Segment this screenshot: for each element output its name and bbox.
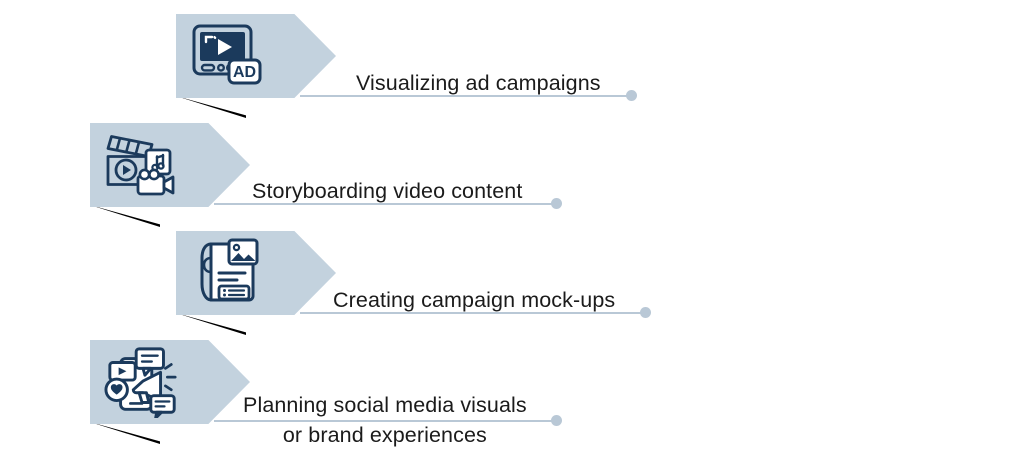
row-4-connector-line — [214, 420, 556, 422]
megaphone-social-media-icon — [104, 347, 182, 418]
row-2-label: Storyboarding video content — [252, 179, 523, 203]
infographic-row-2: Storyboarding video content — [0, 0, 1024, 227]
row-2-connector-line — [214, 203, 556, 205]
row-3-connector-line — [300, 312, 645, 314]
row-4-connector-dot — [551, 415, 562, 426]
row-1-label: Visualizing ad campaigns — [356, 71, 601, 95]
video-ad-player-icon: AD — [186, 21, 264, 91]
row-4-label: Planning social media visuals or brand e… — [243, 390, 527, 450]
row-3-shadow — [176, 313, 246, 335]
infographic-row-1: AD Visualizing ad campaigns — [0, 0, 1024, 118]
infographic-row-4: Planning social media visuals or brand e… — [0, 0, 1024, 447]
row-3-connector-dot — [640, 307, 651, 318]
row-2-connector-dot — [551, 198, 562, 209]
blueprint-mockup-icon — [190, 238, 268, 308]
row-1-connector-dot — [626, 90, 637, 101]
svg-text:AD: AD — [233, 64, 256, 81]
row-2-shadow — [90, 205, 160, 227]
row-4-label-line-2: or brand experiences — [282, 423, 487, 447]
row-4-shadow — [90, 422, 160, 444]
row-3-label: Creating campaign mock-ups — [333, 288, 616, 312]
clapperboard-music-camera-icon — [100, 130, 178, 200]
row-4-label-line-1: Planning social media visuals — [243, 393, 527, 417]
row-1-connector-line — [300, 95, 631, 97]
